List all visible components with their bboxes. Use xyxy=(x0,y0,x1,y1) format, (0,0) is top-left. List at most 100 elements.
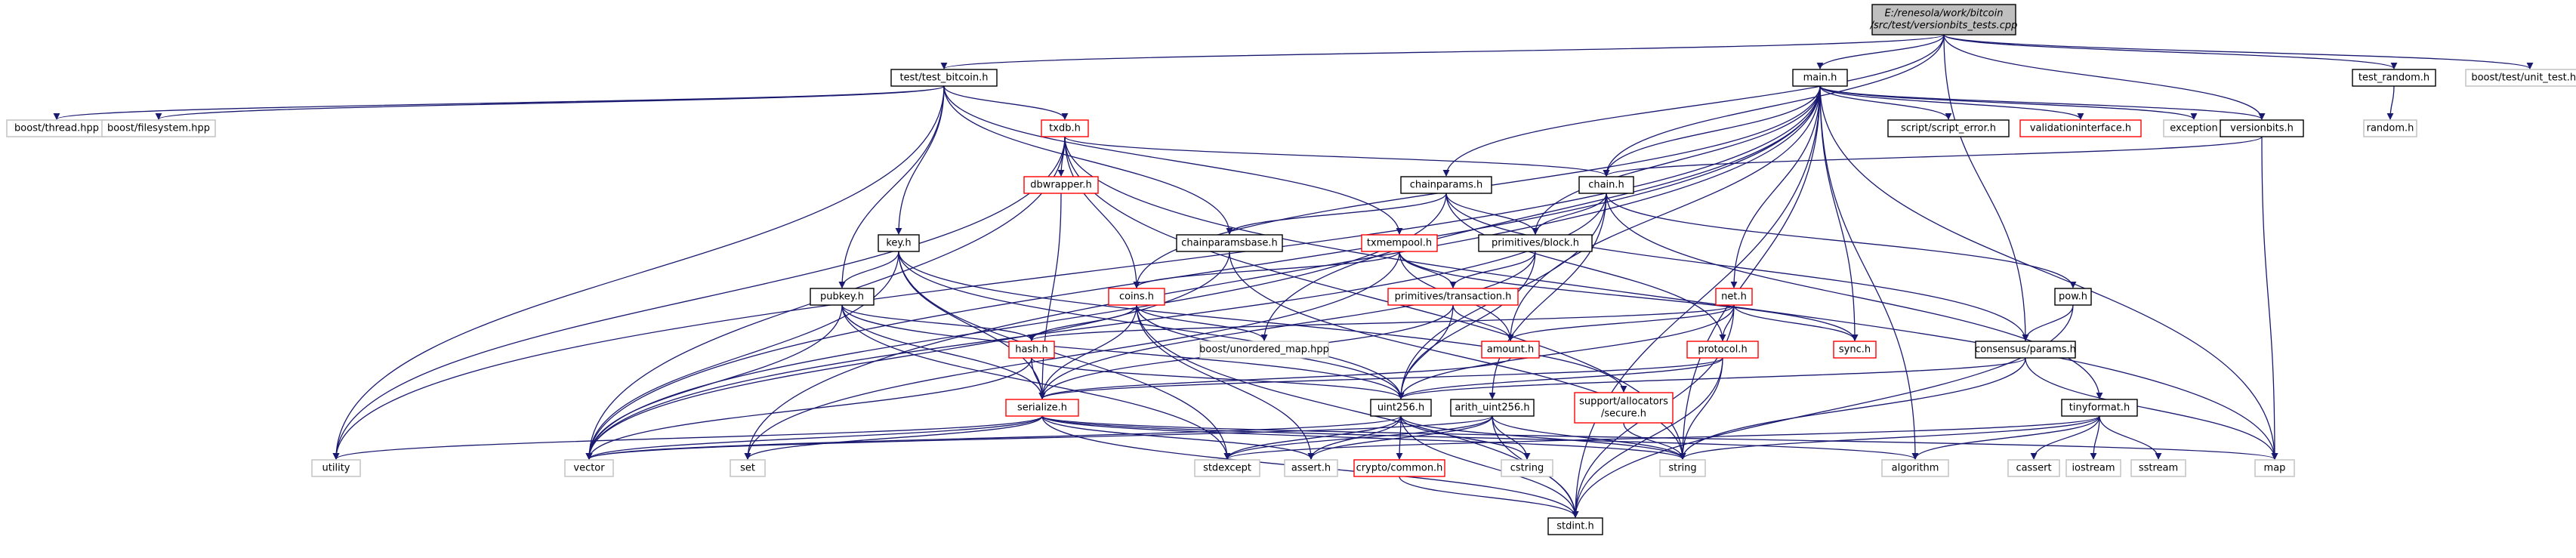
node-net[interactable]: net.h xyxy=(1715,288,1753,306)
node-protocol[interactable]: protocol.h xyxy=(1686,341,1759,359)
node-unit_test: boost/test/unit_test.hpp xyxy=(2465,69,2576,87)
node-secure-box[interactable] xyxy=(1574,392,1674,424)
edge-chainparams-to-primitives_block xyxy=(1445,193,1539,235)
node-iostream-box xyxy=(2065,459,2121,477)
node-chainparams-box[interactable] xyxy=(1400,176,1492,194)
edge-pubkey-to-vector xyxy=(585,304,843,460)
node-coins-label: coins.h xyxy=(1119,291,1154,303)
node-iostream: iostream xyxy=(2065,459,2121,477)
node-key-box[interactable] xyxy=(878,234,920,252)
node-net-box[interactable] xyxy=(1715,288,1753,306)
edge-consensus_params-to-map xyxy=(2025,357,2278,460)
node-consensus_params-box[interactable] xyxy=(1975,341,2076,359)
node-dbwrapper-box[interactable] xyxy=(1023,176,1099,194)
node-primitives_tx-box[interactable] xyxy=(1387,288,1519,306)
node-txmempool[interactable]: txmempool.h xyxy=(1361,234,1438,252)
node-net-label: net.h xyxy=(1721,291,1747,303)
edge-txdb-to-utility xyxy=(332,136,1066,460)
node-chain-box[interactable] xyxy=(1578,176,1634,194)
node-tinyformat-box[interactable] xyxy=(2061,399,2138,417)
edge-main-to-amount xyxy=(1507,85,1821,341)
node-main-box[interactable] xyxy=(1792,69,1848,87)
node-pubkey-label: pubkey.h xyxy=(820,291,864,303)
node-arith_uint256-label: arith_uint256.h xyxy=(1455,402,1529,414)
edge-dbwrapper-to-serialize xyxy=(1038,193,1062,399)
edge-main-to-script_error xyxy=(1819,85,1952,120)
node-crypto_common-label: crypto/common.h xyxy=(1356,463,1443,474)
edge-key-to-pubkey xyxy=(838,251,899,288)
node-txdb-box[interactable] xyxy=(1041,119,1089,137)
node-serialize[interactable]: serialize.h xyxy=(1005,399,1079,417)
edge-tinyformat-to-sstream xyxy=(2099,415,2162,460)
node-sync[interactable]: sync.h xyxy=(1833,341,1877,359)
node-validationinterface-box[interactable] xyxy=(2019,119,2142,137)
node-coins[interactable]: coins.h xyxy=(1108,288,1165,306)
node-consensus_params[interactable]: consensus/params.h xyxy=(1975,341,2076,359)
node-pow[interactable]: pow.h xyxy=(2054,288,2092,306)
node-uint256-box[interactable] xyxy=(1370,399,1432,417)
node-chainparamsbase-box[interactable] xyxy=(1176,234,1283,252)
node-script_error-box[interactable] xyxy=(1887,119,2010,137)
node-versionbits-box[interactable] xyxy=(2220,119,2304,137)
edge-txdb-to-coins xyxy=(1064,136,1140,288)
node-string-box xyxy=(1659,459,1706,477)
node-test_random[interactable]: test_random.h xyxy=(2352,69,2436,87)
node-versionbits-label: versionbits.h xyxy=(2230,123,2294,134)
node-dbwrapper[interactable]: dbwrapper.h xyxy=(1023,176,1099,194)
node-stdexcept: stdexcept xyxy=(1194,459,1260,477)
edge-main-to-string xyxy=(1679,85,1821,460)
node-test_bitcoin[interactable]: test/test_bitcoin.h xyxy=(890,69,998,87)
edge-coins-to-assert xyxy=(1136,304,1315,460)
edge-chainparams-to-vector xyxy=(585,193,1447,460)
node-coins-box[interactable] xyxy=(1108,288,1165,306)
edge-coins-to-hash xyxy=(1028,304,1137,341)
node-pubkey[interactable]: pubkey.h xyxy=(810,288,875,306)
edge-arith_uint256-to-cstring xyxy=(1492,415,1531,460)
node-pubkey-box[interactable] xyxy=(810,288,875,306)
edge-serialize-to-algorithm xyxy=(1041,415,1919,460)
node-test_bitcoin-box[interactable] xyxy=(890,69,998,87)
node-primitives_tx[interactable]: primitives/transaction.h xyxy=(1387,288,1519,306)
node-arith_uint256-box[interactable] xyxy=(1450,399,1535,417)
node-set-label: set xyxy=(740,463,755,474)
node-txmempool-box[interactable] xyxy=(1361,234,1438,252)
node-script_error[interactable]: script/script_error.h xyxy=(1887,119,2010,137)
edge-net-to-uint256 xyxy=(1397,304,1735,399)
node-sstream-label: sstream xyxy=(2139,463,2178,474)
node-amount-label: amount.h xyxy=(1487,344,1535,356)
node-key[interactable]: key.h xyxy=(878,234,920,252)
node-test_random-box[interactable] xyxy=(2352,69,2436,87)
node-hash[interactable]: hash.h xyxy=(1008,341,1055,359)
edge-versionbits-to-chain xyxy=(1603,136,2263,177)
edge-main-to-utility xyxy=(332,85,1821,460)
node-txdb[interactable]: txdb.h xyxy=(1041,119,1089,137)
node-versionbits[interactable]: versionbits.h xyxy=(2220,119,2304,137)
node-validationinterface[interactable]: validationinterface.h xyxy=(2019,119,2142,137)
node-unit_test-box xyxy=(2465,69,2576,87)
node-chainparamsbase[interactable]: chainparamsbase.h xyxy=(1176,234,1283,252)
node-secure[interactable]: support/allocators/secure.h xyxy=(1574,392,1674,424)
node-key-label: key.h xyxy=(886,238,911,249)
node-main[interactable]: main.h xyxy=(1792,69,1848,87)
node-chain[interactable]: chain.h xyxy=(1578,176,1634,194)
node-chainparams[interactable]: chainparams.h xyxy=(1400,176,1492,194)
node-random-box xyxy=(2363,119,2417,137)
node-primitives_block-box[interactable] xyxy=(1478,234,1593,252)
node-arith_uint256[interactable]: arith_uint256.h xyxy=(1450,399,1535,417)
node-uint256[interactable]: uint256.h xyxy=(1370,399,1432,417)
node-boost_fs-label: boost/filesystem.hpp xyxy=(107,123,210,134)
edge-main-to-exception xyxy=(1819,85,2198,120)
node-protocol-box[interactable] xyxy=(1686,341,1759,359)
node-sync-box[interactable] xyxy=(1833,341,1877,359)
node-hash-box[interactable] xyxy=(1008,341,1055,359)
node-tinyformat[interactable]: tinyformat.h xyxy=(2061,399,2138,417)
node-serialize-box[interactable] xyxy=(1005,399,1079,417)
edge-pubkey-to-uint256 xyxy=(841,304,1405,399)
node-amount[interactable]: amount.h xyxy=(1481,341,1540,359)
node-crypto_common[interactable]: crypto/common.h xyxy=(1353,459,1445,477)
node-amount-box[interactable] xyxy=(1481,341,1540,359)
node-pow-box[interactable] xyxy=(2054,288,2092,306)
node-crypto_common-box[interactable] xyxy=(1353,459,1445,477)
edge-serialize-to-utility xyxy=(332,415,1043,460)
node-primitives_block[interactable]: primitives/block.h xyxy=(1478,234,1593,252)
